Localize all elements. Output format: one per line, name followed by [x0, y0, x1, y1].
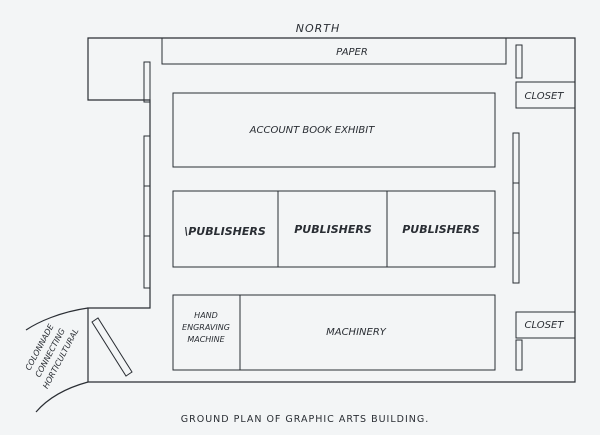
publishers-block [172, 190, 496, 268]
closet-bottom [515, 311, 576, 339]
colonnade-curve-outer [25, 307, 89, 331]
west-window-upper [143, 61, 151, 103]
publishers-2-label: PUBLISHERS [294, 223, 372, 236]
publishers-1-label: \PUBLISHERS [184, 225, 266, 238]
east-window-long [512, 132, 520, 284]
east-window-lower [515, 339, 523, 371]
paper-room [161, 37, 507, 65]
hand-engraving-line-2: ENGRAVING [182, 323, 230, 332]
colonnade-entry [91, 317, 133, 377]
compass-label: NORTH [296, 22, 341, 35]
paper-label: PAPER [336, 47, 368, 58]
east-window-upper [515, 44, 523, 79]
figure-caption: GROUND PLAN OF GRAPHIC ARTS BUILDING. [181, 414, 430, 425]
colonnade-curve-inner [35, 381, 89, 413]
closet-top [515, 81, 576, 109]
account-book-exhibit-room [172, 92, 496, 168]
hand-engraving-line-3: MACHINE [187, 335, 225, 344]
machinery-block [172, 294, 496, 371]
hand-engraving-line-1: HAND [194, 311, 218, 320]
account-book-label: ACCOUNT BOOK EXHIBIT [249, 125, 376, 136]
closet-top-label: CLOSET [525, 91, 565, 102]
west-window-long [143, 135, 151, 289]
publishers-3-label: PUBLISHERS [402, 223, 480, 236]
closet-bottom-label: CLOSET [525, 320, 565, 331]
machinery-label: MACHINERY [326, 327, 387, 338]
